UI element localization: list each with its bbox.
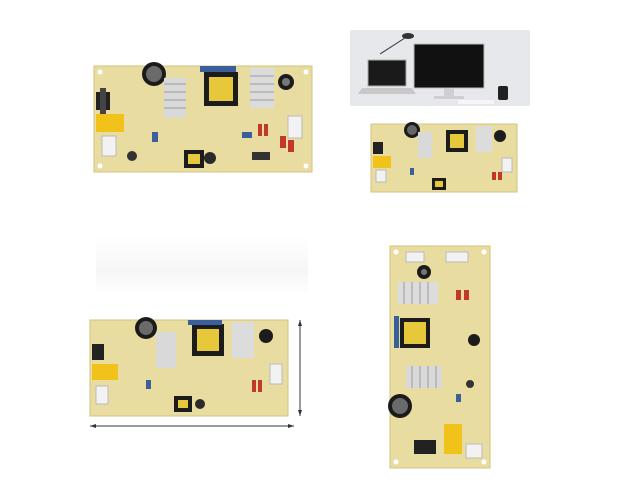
product-photo-board-main — [92, 62, 314, 174]
pcb-board-image-vertical — [388, 245, 491, 469]
pcb-board-image-small — [370, 122, 518, 193]
product-photo-board-dimensions — [88, 314, 310, 432]
product-photo-board-small — [370, 122, 518, 194]
devices-scene-image — [350, 30, 530, 106]
pcb-board-image — [93, 62, 313, 173]
pcb-board-image-dimensions — [89, 317, 302, 428]
product-photo-scene-devices — [350, 30, 530, 106]
background-fade — [96, 236, 308, 296]
product-photo-board-vertical — [386, 244, 494, 470]
